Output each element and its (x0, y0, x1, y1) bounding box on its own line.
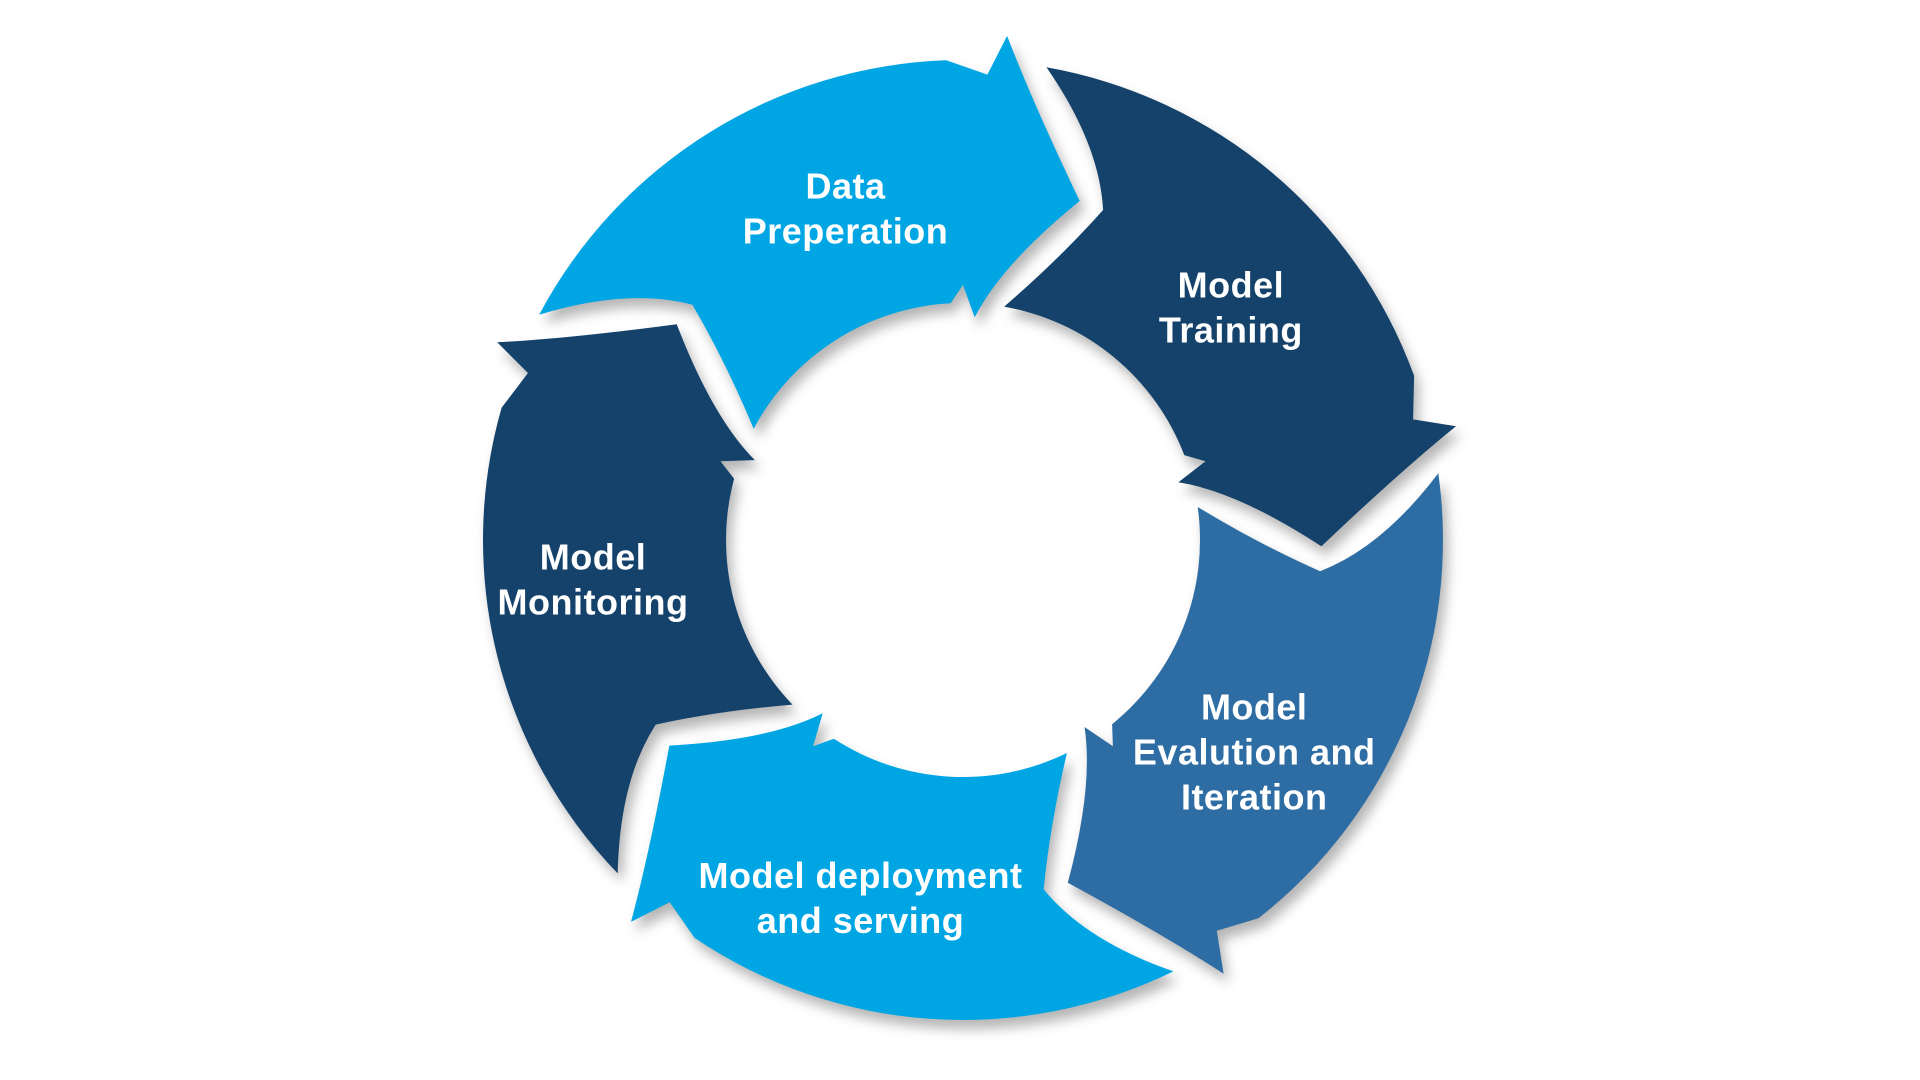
model-evalution-label-line-3: Iteration (1181, 777, 1328, 818)
model-deployment-arrow (631, 713, 1174, 1020)
model-training-label-line-1: Model (1178, 265, 1285, 306)
model-training-label-line-2: Training (1159, 310, 1303, 351)
model-evalution-label-line-2: Evalution and (1133, 732, 1376, 773)
data-preperation-arrow (539, 35, 1080, 429)
model-deployment-label-line-2: and serving (757, 900, 965, 941)
model-evalution-arrow (1067, 473, 1443, 974)
model-evalution-label-line-1: Model (1201, 687, 1308, 728)
data-preperation-label-line-2: Preperation (743, 211, 949, 252)
model-monitoring-arrow (483, 324, 793, 874)
model-monitoring-label-line-1: Model (540, 536, 647, 577)
model-training-arrow (1004, 67, 1456, 547)
data-preperation-label-line-1: Data (805, 166, 886, 207)
model-monitoring-label-line-2: Monitoring (498, 581, 689, 622)
model-deployment-label-line-1: Model deployment (698, 855, 1022, 896)
